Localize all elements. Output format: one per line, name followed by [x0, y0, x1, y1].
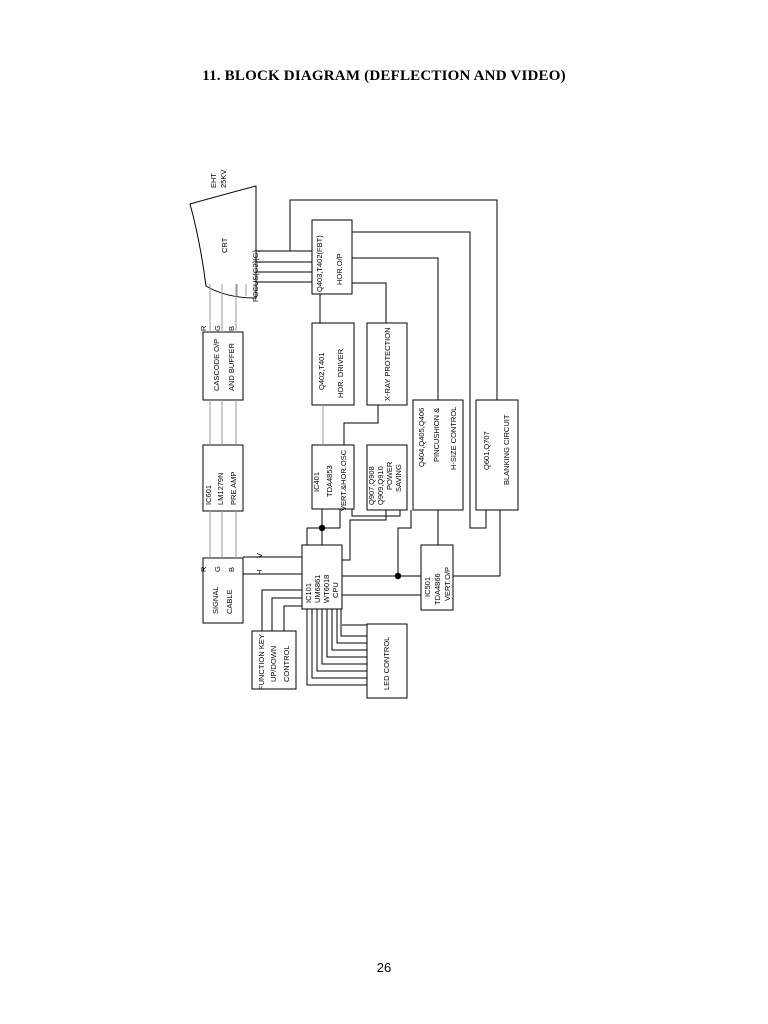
preamp-line1: IC601 [204, 485, 213, 505]
osc-line2: TDA4853 [325, 465, 334, 497]
power-saving-line1: Q907,Q908 [367, 466, 376, 505]
crt-label: CRT [220, 237, 229, 253]
cpu-line2: UM6861 [313, 575, 322, 603]
pincushion-block: Q404,Q405,Q406 PINCUSHION & H-SIZE CONTR… [412, 399, 464, 511]
focus-label: FOCUS(G2)(G) [251, 249, 260, 302]
hor-op-line1: Q403,T402(FBT) [315, 235, 324, 292]
signal-b-label: B [227, 567, 236, 572]
signal-cable-line2: CABLE [225, 589, 234, 614]
cpu-line1: IC101 [304, 583, 313, 603]
cpu-line3: WT6018 [322, 575, 331, 603]
cpu-line4: CPU [331, 582, 340, 598]
hor-op-to-crt-wires [256, 250, 312, 283]
led-control-block: LED CONTROL [366, 623, 408, 699]
pincushion-line2: PINCUSHION & [432, 408, 441, 462]
vert-op-line2: TDA4866 [433, 573, 442, 605]
osc-block: IC401 TDA4853 VERT.&HOR.OSC [311, 444, 355, 511]
h-sync-label: H [255, 570, 264, 575]
led-control-line1: LED CONTROL [382, 637, 391, 690]
cpu-block: IC101 UM6861 WT6018 CPU [301, 544, 343, 610]
cascode-r-label: R [199, 325, 208, 331]
blanking-line1: Q601,Q707 [482, 431, 491, 470]
hor-driver-block: Q402,T401 HOR. DRIVER [311, 322, 355, 406]
power-saving-line3: POWER [385, 461, 394, 490]
pincushion-line3: H-SIZE CONTROL [449, 407, 458, 470]
preamp-block: IC601 LM1279N PRE AMP [202, 444, 244, 512]
cascode-line2: AND BUFFER [227, 342, 236, 391]
vert-op-line3: VERT.O/P [443, 567, 452, 601]
cpu-led-wires [306, 609, 367, 686]
crt-tube: CRT EHT 25KV FOCUS(G2)(G) [189, 170, 260, 302]
power-saving-line4: SAVING [394, 464, 403, 492]
signal-cable-block: SIGNAL CABLE R G B [199, 557, 244, 624]
pincushion-line1: Q404,Q405,Q406 [417, 408, 426, 467]
blanking-line2: BLANKING CIRCUIT [502, 414, 511, 485]
function-key-block: FUNCTION KEY UP/DOWN CONTROL [251, 630, 297, 690]
function-key-line3: CONTROL [282, 645, 291, 682]
power-saving-block: Q907,Q908 Q909,Q910 POWER SAVING [366, 444, 408, 511]
xray-line1: X-RAY PROTECTION [383, 328, 392, 401]
eht-label-line2: 25KV [219, 170, 228, 188]
power-saving-line2: Q909,Q910 [376, 466, 385, 505]
v-sync-label: V [255, 553, 264, 558]
signal-r-label: R [199, 566, 208, 572]
xray-block: X-RAY PROTECTION [366, 322, 408, 406]
hor-driver-line1: Q402,T401 [317, 352, 326, 390]
osc-line1: IC401 [312, 472, 321, 492]
vert-op-line1: IC501 [423, 577, 432, 597]
eht-label-line1: EHT [209, 173, 218, 188]
hor-driver-line2: HOR. DRIVER [336, 348, 345, 398]
cascode-g-label: G [213, 325, 222, 331]
hor-op-line2: HOR.O/P [335, 253, 344, 285]
page-number: 26 [376, 960, 392, 975]
hor-op-block: Q403,T402(FBT) HOR.O/P [311, 219, 353, 295]
signal-g-label: G [213, 566, 222, 572]
crt-input-arrows [209, 284, 255, 296]
blanking-block: Q601,Q707 BLANKING CIRCUIT [475, 399, 519, 511]
cascode-b-label: B [227, 326, 236, 331]
function-key-line1: FUNCTION KEY [257, 634, 266, 690]
signal-cable-line1: SIGNAL [211, 586, 220, 614]
vert-op-block: IC501 TDA4866 VERT.O/P [420, 544, 454, 611]
function-key-line2: UP/DOWN [269, 646, 278, 682]
cascode-buffer-block: CASCODE O/P AND BUFFER R G B [199, 325, 244, 401]
page-title: 11. BLOCK DIAGRAM (DEFLECTION AND VIDEO) [202, 68, 566, 84]
cascode-line1: CASCODE O/P [212, 339, 221, 391]
preamp-line3: PRE AMP [229, 472, 238, 505]
osc-line3: VERT.&HOR.OSC [339, 449, 348, 511]
preamp-line2: LM1279N [216, 472, 225, 505]
